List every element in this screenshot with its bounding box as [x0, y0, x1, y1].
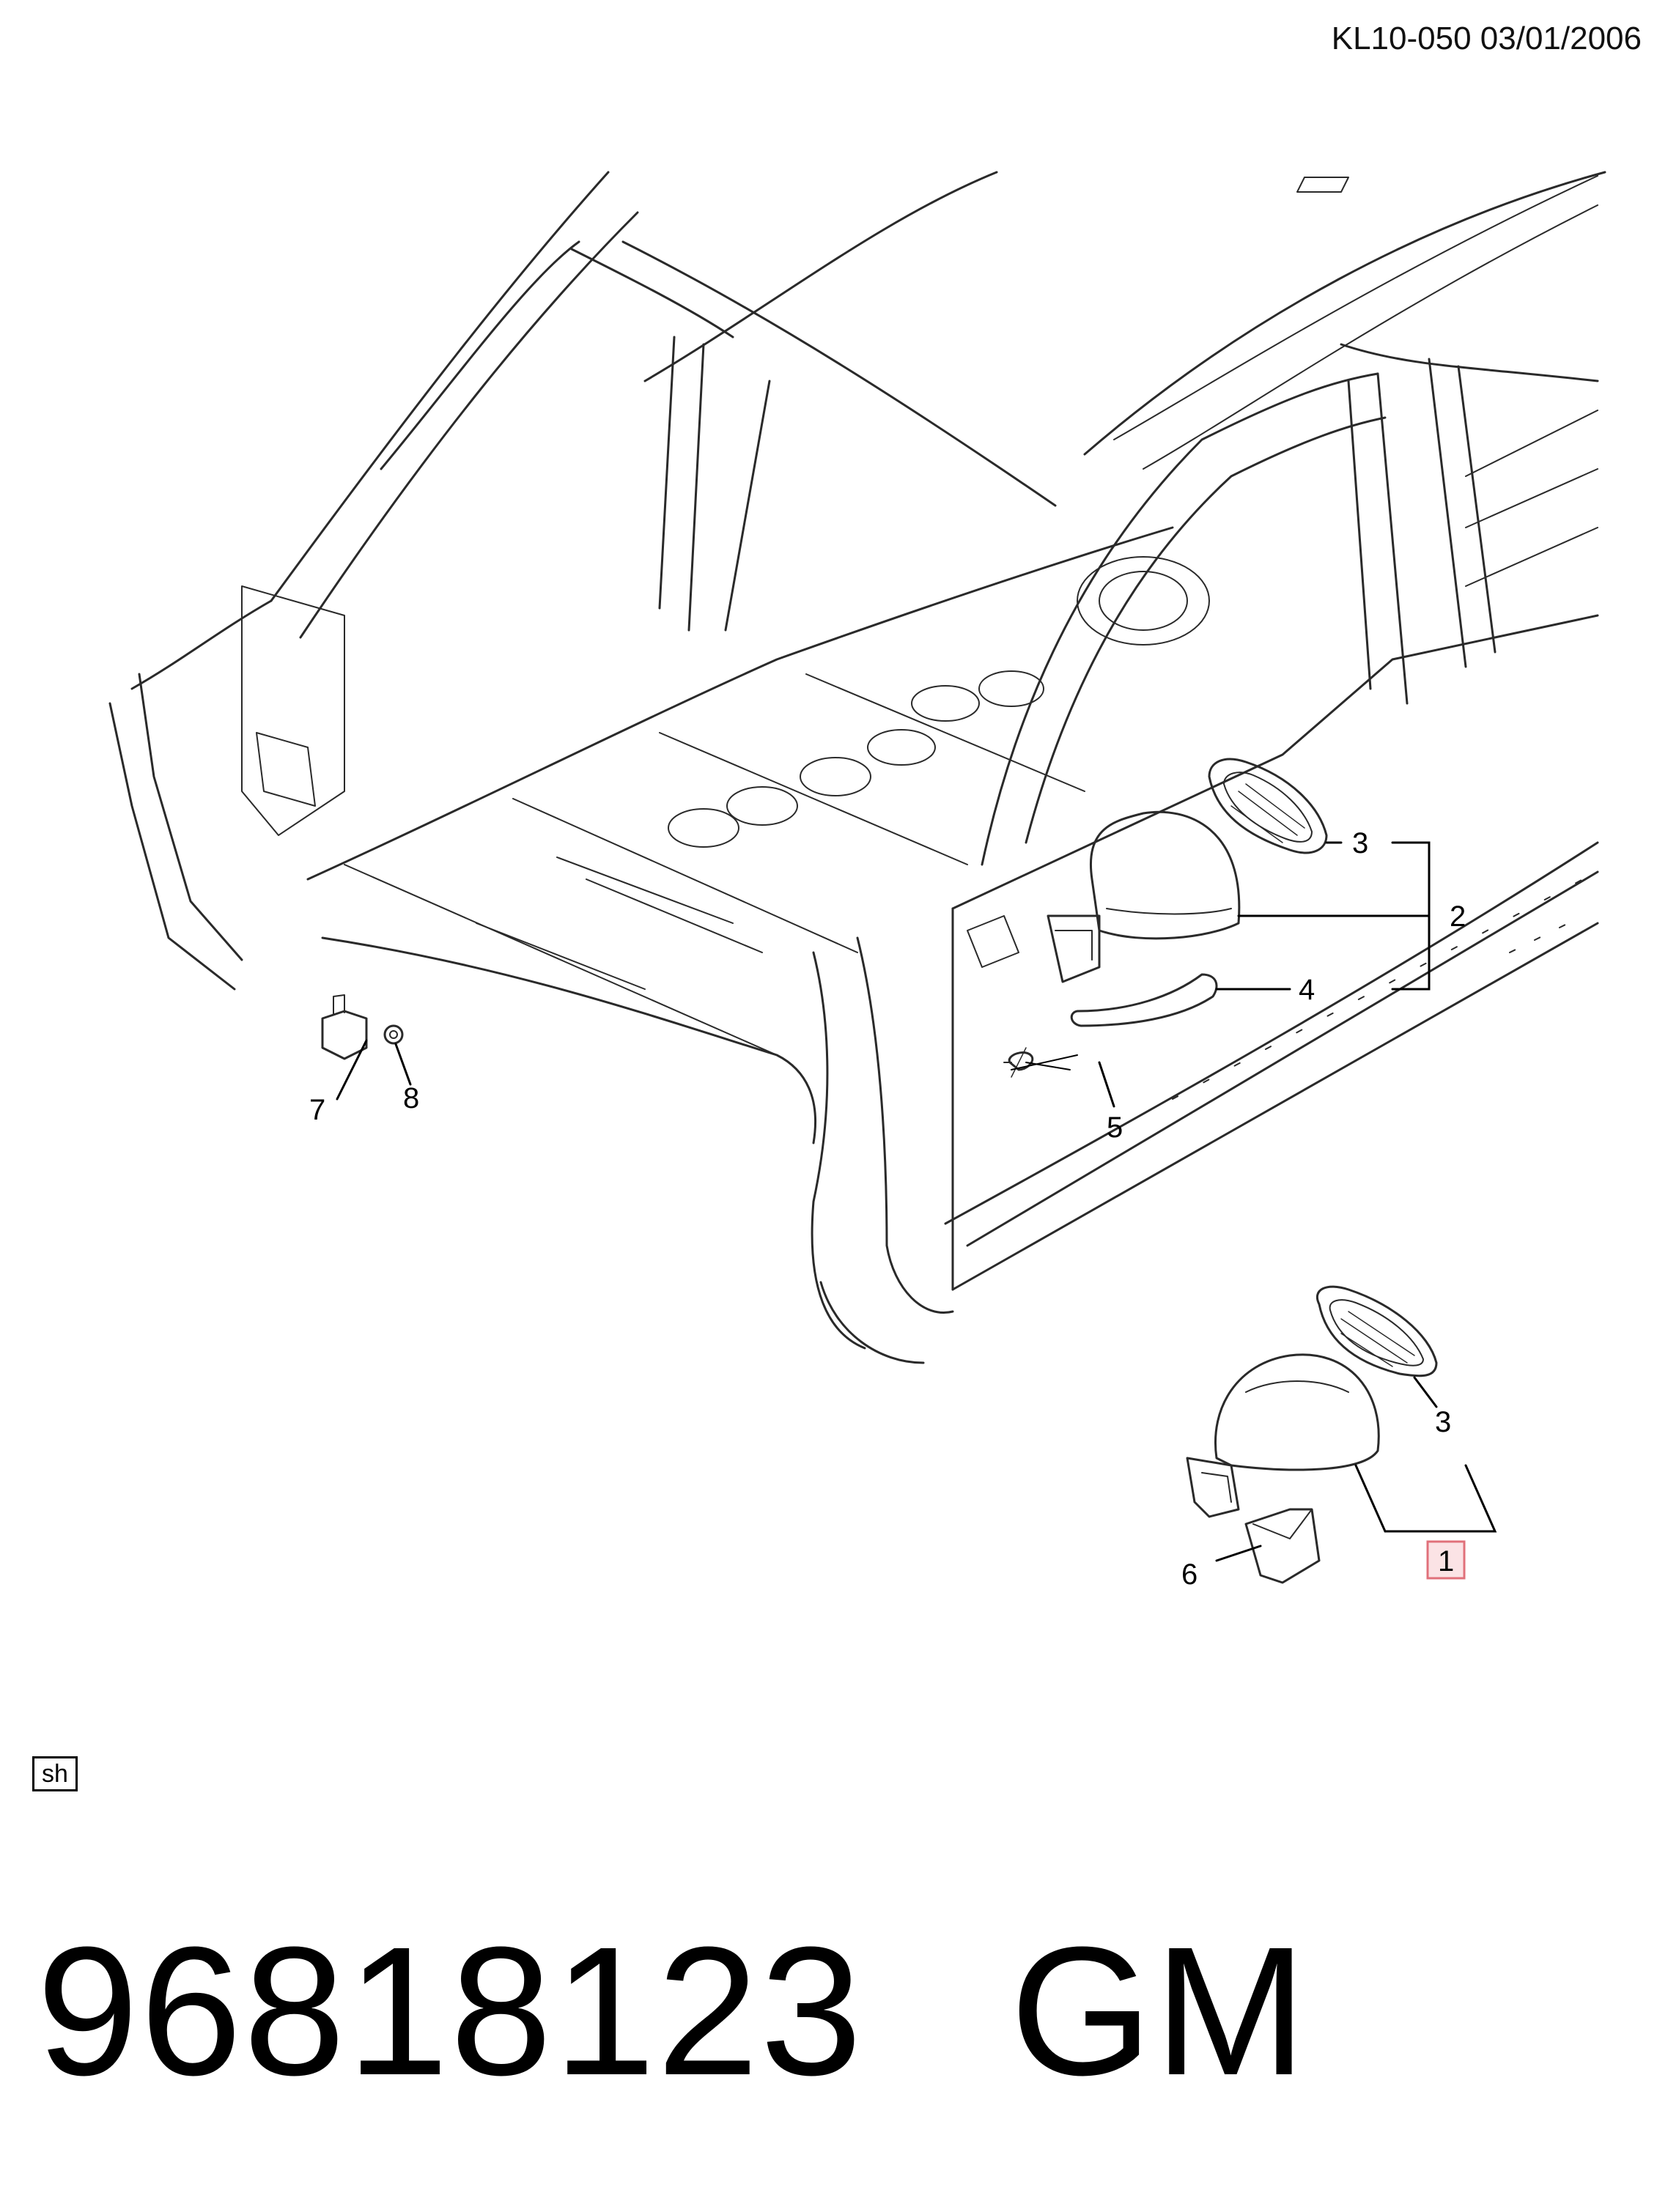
callout-8: 8: [403, 1082, 419, 1114]
bracket-3-2-4: [1391, 841, 1431, 991]
bracket-1: [1354, 1464, 1497, 1533]
callout-3-upper: 3: [1352, 827, 1368, 859]
mirror-glass-installed: [1208, 758, 1328, 854]
callout-4: 4: [1299, 974, 1315, 1006]
leader-6: [1215, 1545, 1262, 1562]
bolt-part-5: [1003, 1047, 1034, 1078]
mirror-assembly-exploded: [1186, 1285, 1438, 1584]
leader-8: [394, 1043, 412, 1086]
mirror-housing-installed: [1047, 810, 1241, 983]
leader-5: [1098, 1061, 1115, 1108]
leader-lines: [336, 841, 1497, 1562]
vehicle-body-drawing: [108, 171, 1606, 1364]
callout-3-lower: 3: [1435, 1406, 1451, 1438]
callout-1-highlight-box: [1426, 1540, 1466, 1580]
module-part-7: [321, 994, 368, 1060]
nut-part-8: [383, 1024, 404, 1045]
leader-3b: [1413, 1376, 1438, 1408]
document-id: KL10-050 03/01/2006: [1331, 21, 1642, 56]
leader-7: [336, 1039, 368, 1101]
brand-name: GM: [1010, 1909, 1309, 2113]
callout-6: 6: [1181, 1558, 1198, 1591]
callout-1[interactable]: 1: [1438, 1545, 1454, 1577]
sheet-tag: sh: [32, 1756, 78, 1791]
mirror-assembly-diagram: 3 2 4 5 7 8 3 6 1: [108, 171, 1606, 1591]
callout-labels: 3 2 4 5 7 8 3 6 1: [309, 827, 1466, 1591]
callout-5: 5: [1107, 1111, 1123, 1144]
turn-signal-lens: [1070, 973, 1218, 1027]
callout-2: 2: [1450, 900, 1466, 933]
callout-7: 7: [309, 1094, 325, 1126]
part-number: 96818123: [37, 1909, 864, 2113]
